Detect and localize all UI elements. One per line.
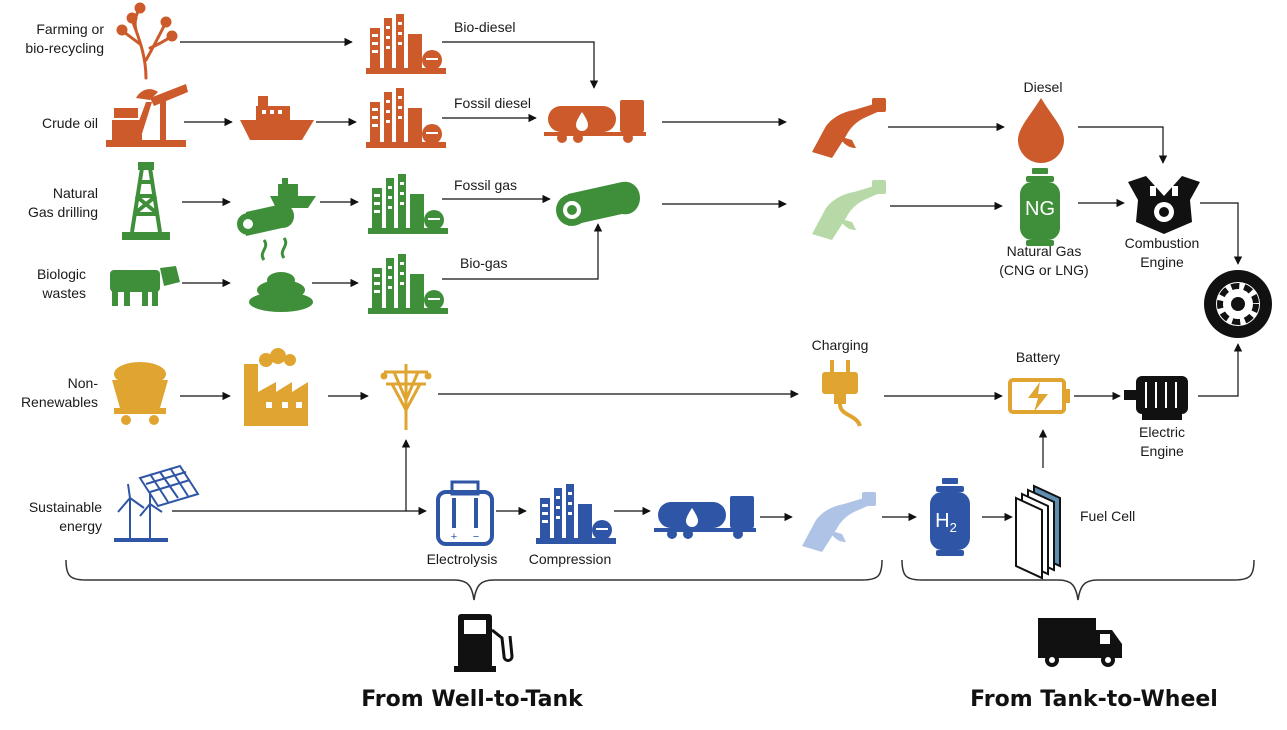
- label-bio-diesel: Bio-diesel: [454, 19, 515, 35]
- fuel-cell-icon: [1015, 484, 1061, 580]
- ng-badge: NG: [1025, 198, 1055, 220]
- hydrogen-truck-icon: [654, 496, 756, 539]
- flow-labels: Bio-diesel Fossil diesel Fossil gas Bio-…: [427, 19, 1200, 567]
- label-compression: Compression: [529, 551, 611, 567]
- ship-icon: [240, 96, 314, 140]
- label-electrolysis: Electrolysis: [427, 551, 498, 567]
- section-well-to-tank: From Well-to-Tank: [361, 687, 584, 712]
- coal-cart-icon: [112, 362, 168, 425]
- solar-wind-icon: [114, 464, 200, 542]
- label-natural-gas: Natural Gas(CNG or LNG): [999, 243, 1088, 278]
- well-to-tank-brace: [65, 559, 883, 601]
- power-pylon-icon: [380, 364, 432, 430]
- refinery-icon: [366, 14, 446, 74]
- diesel-drop-icon: [1018, 98, 1064, 163]
- fuel-pump-icon: [454, 614, 514, 672]
- source-crude-oil: Crude oil: [42, 115, 98, 131]
- gas-ship-pipeline-icon: [237, 178, 316, 236]
- source-non-renewables: Non-Renewables: [21, 375, 98, 410]
- section-tank-to-wheel: From Tank-to-Wheel: [970, 687, 1218, 712]
- gas-processing-icon: [368, 174, 448, 234]
- battery-icon: [1008, 378, 1070, 414]
- label-bio-gas: Bio-gas: [460, 255, 507, 271]
- combustion-engine-icon: [1128, 176, 1200, 234]
- charging-plug-icon: [822, 360, 862, 427]
- svg-text:+: +: [451, 531, 457, 543]
- seaweed-icon: [116, 2, 178, 80]
- oil-pump-icon: [106, 84, 188, 147]
- flow-arrows: [172, 37, 1243, 522]
- svg-text:−: −: [473, 531, 479, 543]
- label-fossil-gas: Fossil gas: [454, 177, 517, 193]
- label-diesel: Diesel: [1024, 79, 1063, 95]
- electrolysis-icon: + −: [436, 480, 494, 546]
- cow-icon: [110, 266, 180, 306]
- label-fuel-cell: Fuel Cell: [1080, 508, 1135, 524]
- factory-icon: [244, 348, 308, 426]
- compression-icon: [536, 484, 616, 544]
- gas-drilling-rig-icon: [122, 162, 170, 240]
- pipeline-icon: [556, 181, 640, 226]
- manure-icon: [249, 237, 313, 312]
- label-battery: Battery: [1016, 349, 1060, 365]
- truck-icon: [1038, 618, 1122, 667]
- h2-badge: H2: [935, 510, 957, 535]
- gas-nozzle-icon: [812, 180, 886, 240]
- refinery-icon: [366, 88, 446, 148]
- fuel-nozzle-icon: [812, 98, 886, 158]
- wheel-icon: [1204, 270, 1272, 338]
- tank-truck-icon: [544, 100, 646, 143]
- electric-motor-icon: [1124, 376, 1188, 420]
- label-fossil-diesel: Fossil diesel: [454, 95, 531, 111]
- hydrogen-nozzle-icon: [802, 492, 876, 552]
- biogas-plant-icon: [368, 254, 448, 314]
- tank-to-wheel-brace: [901, 559, 1255, 601]
- label-charging: Charging: [812, 337, 869, 353]
